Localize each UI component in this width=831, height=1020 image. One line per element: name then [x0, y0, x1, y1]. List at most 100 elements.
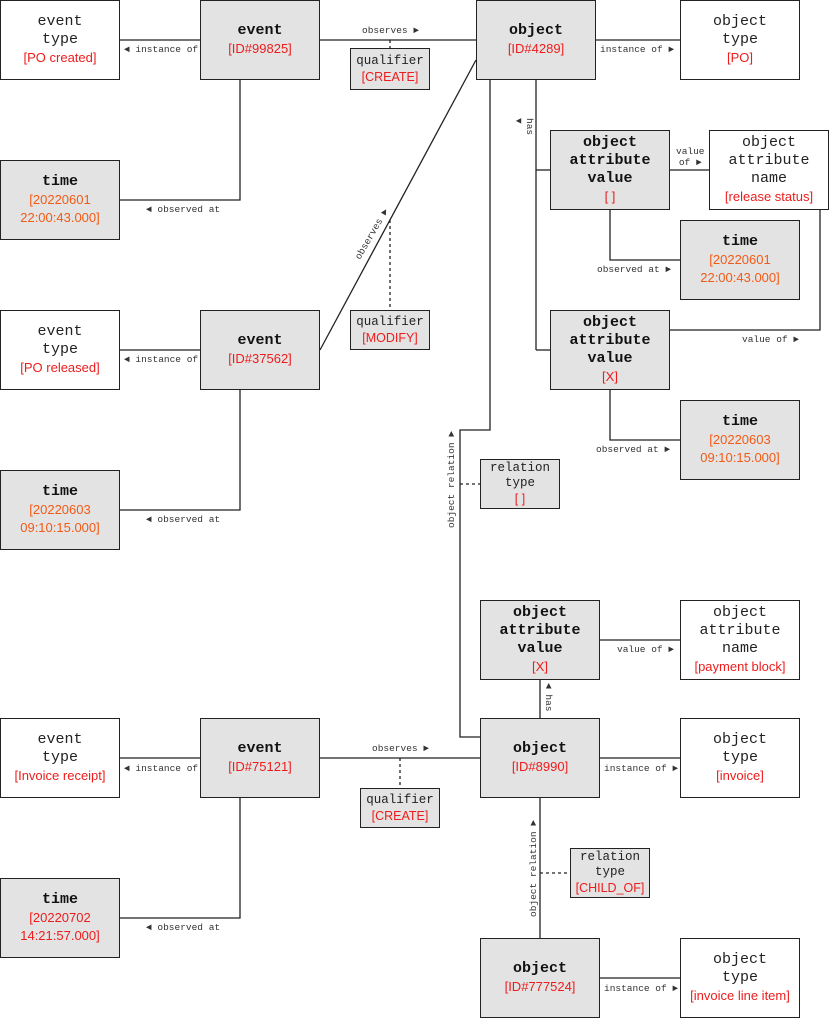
qualifier-create-1: qualifier [CREATE] — [350, 48, 430, 90]
event-label: event — [237, 22, 283, 39]
object-type-label: object type — [712, 951, 767, 986]
event-type-value: [Invoice receipt] — [14, 768, 106, 783]
edge-label-instance-of: ◄ instance of — [124, 763, 199, 774]
event-type-value: [PO created] — [23, 50, 97, 65]
object-attribute-value-2: object attribute value [X] — [550, 310, 670, 390]
time-label: time — [41, 891, 78, 908]
object-type-value: [invoice] — [716, 768, 764, 783]
event-type-invoice-receipt: event type [Invoice receipt] — [0, 718, 120, 798]
qualifier-value: [CREATE] — [371, 808, 429, 823]
oav-label: object attribute value — [499, 604, 581, 657]
edge-label-instance-of: instance of ► — [604, 983, 679, 994]
time-label: time — [41, 173, 78, 190]
object-label: object — [512, 740, 567, 757]
edge-label-instance-of: ◄ instance of — [124, 354, 199, 365]
oav-value: [X] — [602, 369, 618, 384]
oav-value: [ ] — [604, 189, 616, 204]
time-1: time [20220601 22:00:43.000] — [0, 160, 120, 240]
edge-label-instance-of: ◄ instance of — [124, 44, 199, 55]
event-label: event — [237, 332, 283, 349]
event-99825: event [ID#99825] — [200, 0, 320, 80]
time-label: time — [721, 233, 758, 250]
edge-label-observed-at: ◄ observed at — [146, 514, 221, 525]
qualifier-label: qualifier — [366, 792, 434, 807]
relation-type-label: relation type — [489, 461, 550, 490]
object-id: [ID#8990] — [511, 759, 569, 774]
edge-label-has: has ▼ — [513, 118, 535, 136]
event-type-po-released: event type [PO released] — [0, 310, 120, 390]
event-type-label: event type — [37, 13, 83, 48]
edge-label-has: ◄ has — [543, 683, 554, 712]
time-oav-1: time [20220601 22:00:43.000] — [680, 220, 800, 300]
edge-label-observes: observes ► — [362, 25, 420, 36]
object-label: object — [508, 22, 563, 39]
edge-label-value-of: value of ► — [617, 644, 675, 655]
oav-value: [X] — [532, 659, 548, 674]
object-type-value: [invoice line item] — [690, 988, 790, 1003]
time-3: time [20220702 14:21:57.000] — [0, 878, 120, 958]
edge-label-value-of: value of ► — [676, 146, 705, 168]
event-label: event — [237, 740, 283, 757]
object-label: object — [512, 960, 567, 977]
relation-type-value: [ ] — [514, 492, 526, 506]
relation-type-label: relation type — [579, 850, 640, 879]
event-75121: event [ID#75121] — [200, 718, 320, 798]
oan-label: object attribute name — [699, 604, 781, 657]
time-value: [20220702 14:21:57.000] — [20, 910, 100, 943]
edge-label-instance-of: instance of ► — [604, 763, 679, 774]
event-id: [ID#75121] — [228, 759, 292, 774]
oan-value: [payment block] — [694, 659, 786, 674]
time-label: time — [41, 483, 78, 500]
edge-label-object-relation: object relation ► — [528, 820, 539, 917]
event-37562: event [ID#37562] — [200, 310, 320, 390]
edge-label-observed-at: ◄ observed at — [146, 922, 221, 933]
object-8990: object [ID#8990] — [480, 718, 600, 798]
time-value: [20220601 22:00:43.000] — [20, 192, 100, 225]
object-attribute-name-payment-block: object attribute name [payment block] — [680, 600, 800, 680]
time-value: [20220603 09:10:15.000] — [700, 432, 780, 465]
time-2: time [20220603 09:10:15.000] — [0, 470, 120, 550]
object-attribute-value-1: object attribute value [ ] — [550, 130, 670, 210]
relation-type-value: [CHILD_OF] — [575, 881, 645, 895]
qualifier-value: [CREATE] — [361, 69, 419, 84]
object-id: [ID#777524] — [504, 979, 576, 994]
qualifier-label: qualifier — [356, 314, 424, 329]
relation-type-child-of: relation type [CHILD_OF] — [570, 848, 650, 898]
object-attribute-value-3: object attribute value [X] — [480, 600, 600, 680]
object-777524: object [ID#777524] — [480, 938, 600, 1018]
event-type-value: [PO released] — [20, 360, 100, 375]
time-label: time — [721, 413, 758, 430]
object-type-po: object type [PO] — [680, 0, 800, 80]
qualifier-value: [MODIFY] — [362, 330, 418, 345]
edge-label-value-of: value of ► — [742, 334, 800, 345]
qualifier-modify: qualifier [MODIFY] — [350, 310, 430, 350]
edge-label-observed-at: observed at ► — [596, 444, 671, 455]
object-type-invoice-line-item: object type [invoice line item] — [680, 938, 800, 1018]
edge-label-observed-at: observed at ► — [597, 264, 672, 275]
event-type-label: event type — [37, 323, 83, 358]
object-attribute-name-release-status: object attribute name [release status] — [709, 130, 829, 210]
relation-type-1: relation type [ ] — [480, 459, 560, 509]
edge-label-observed-at: ◄ observed at — [146, 204, 221, 215]
object-id: [ID#4289] — [507, 41, 565, 56]
object-type-value: [PO] — [726, 50, 753, 65]
event-id: [ID#37562] — [228, 351, 292, 366]
event-type-label: event type — [37, 731, 83, 766]
edge-label-object-relation: object relation ► — [446, 431, 457, 528]
event-type-po-created: event type [PO created] — [0, 0, 120, 80]
object-4289: object [ID#4289] — [476, 0, 596, 80]
time-value: [20220603 09:10:15.000] — [20, 502, 100, 535]
time-oav-2: time [20220603 09:10:15.000] — [680, 400, 800, 480]
event-id: [ID#99825] — [228, 41, 292, 56]
oav-label: object attribute value — [569, 314, 651, 367]
oav-label: object attribute value — [569, 134, 651, 187]
object-type-invoice: object type [invoice] — [680, 718, 800, 798]
qualifier-create-2: qualifier [CREATE] — [360, 788, 440, 828]
edge-label-observes: observes ► — [372, 743, 430, 754]
qualifier-label: qualifier — [356, 53, 424, 68]
time-value: [20220601 22:00:43.000] — [700, 252, 780, 285]
object-type-label: object type — [712, 731, 767, 766]
oan-label: object attribute name — [728, 134, 810, 187]
